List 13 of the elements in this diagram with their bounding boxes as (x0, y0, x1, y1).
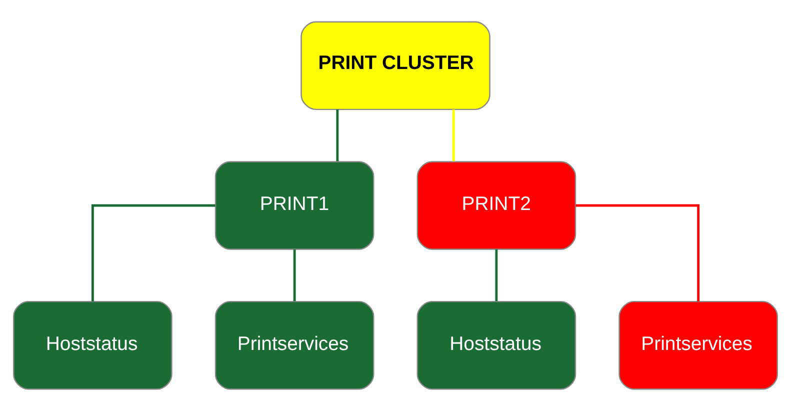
connector (452, 110, 455, 162)
node-box: PRINT CLUSTER (300, 21, 490, 110)
node-box: Hoststatus (416, 300, 576, 390)
connector (495, 249, 498, 302)
connector (91, 204, 216, 302)
connector (336, 110, 339, 162)
node-box: PRINT2 (416, 161, 576, 250)
node-box: Printservices (214, 300, 374, 390)
connector (576, 204, 700, 302)
node-box: Hoststatus (13, 300, 172, 390)
node-box: PRINT1 (214, 161, 374, 250)
node-box: Printservices (618, 300, 778, 390)
connector (293, 249, 296, 302)
